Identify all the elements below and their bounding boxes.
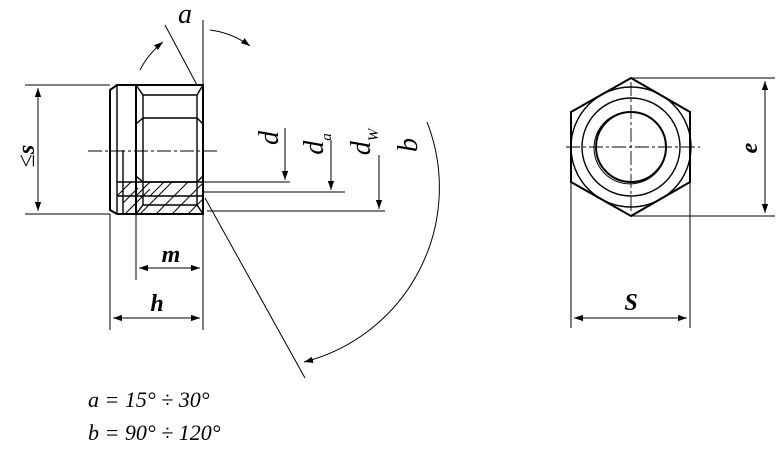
hex-body <box>136 84 204 215</box>
dimension-m: m <box>135 214 204 330</box>
da-subscript: a <box>319 133 335 141</box>
a-label: a <box>178 0 192 30</box>
formulas: a = 15° ÷ 30° b = 90° ÷ 120° <box>88 387 221 445</box>
svg-text:da: da <box>299 133 335 155</box>
e-label: e <box>737 142 763 153</box>
dimension-S: S <box>570 182 691 328</box>
da-label: d <box>299 140 330 155</box>
thread-arc <box>593 111 667 185</box>
section-hatch <box>116 181 204 215</box>
svg-text:≤s: ≤s <box>14 145 40 168</box>
bottom-chamfer <box>135 204 204 215</box>
washer-face-circle <box>581 97 681 197</box>
hex-face-line-2 <box>135 175 204 183</box>
formula-b: b = 90° ÷ 120° <box>88 420 221 445</box>
m-label: m <box>162 242 181 268</box>
dimension-d: d <box>203 128 290 183</box>
d-label: d <box>254 130 285 145</box>
svg-text:dW: dW <box>346 127 382 155</box>
S-label: S <box>624 290 637 316</box>
dimension-da: da <box>203 133 345 193</box>
s-prefix: ≤ <box>14 154 40 167</box>
hex-face-line <box>135 117 204 125</box>
dimension-dw: dW <box>207 127 385 212</box>
formula-a: a = 15° ÷ 30° <box>88 387 210 412</box>
h-label: h <box>150 291 163 317</box>
dimension-s-left: ≤s <box>14 84 110 215</box>
top-chamfer <box>135 84 204 96</box>
angle-a: a <box>139 0 251 86</box>
angle-b: b <box>204 121 440 379</box>
nut-side-view <box>88 84 218 215</box>
dw-label: d <box>346 140 377 155</box>
s-label: s <box>14 145 40 155</box>
dimension-h: h <box>109 214 200 330</box>
b-label: b <box>393 138 424 152</box>
dimension-e: e <box>631 77 775 217</box>
dw-subscript: W <box>366 127 382 141</box>
nut-top-view <box>566 76 700 218</box>
